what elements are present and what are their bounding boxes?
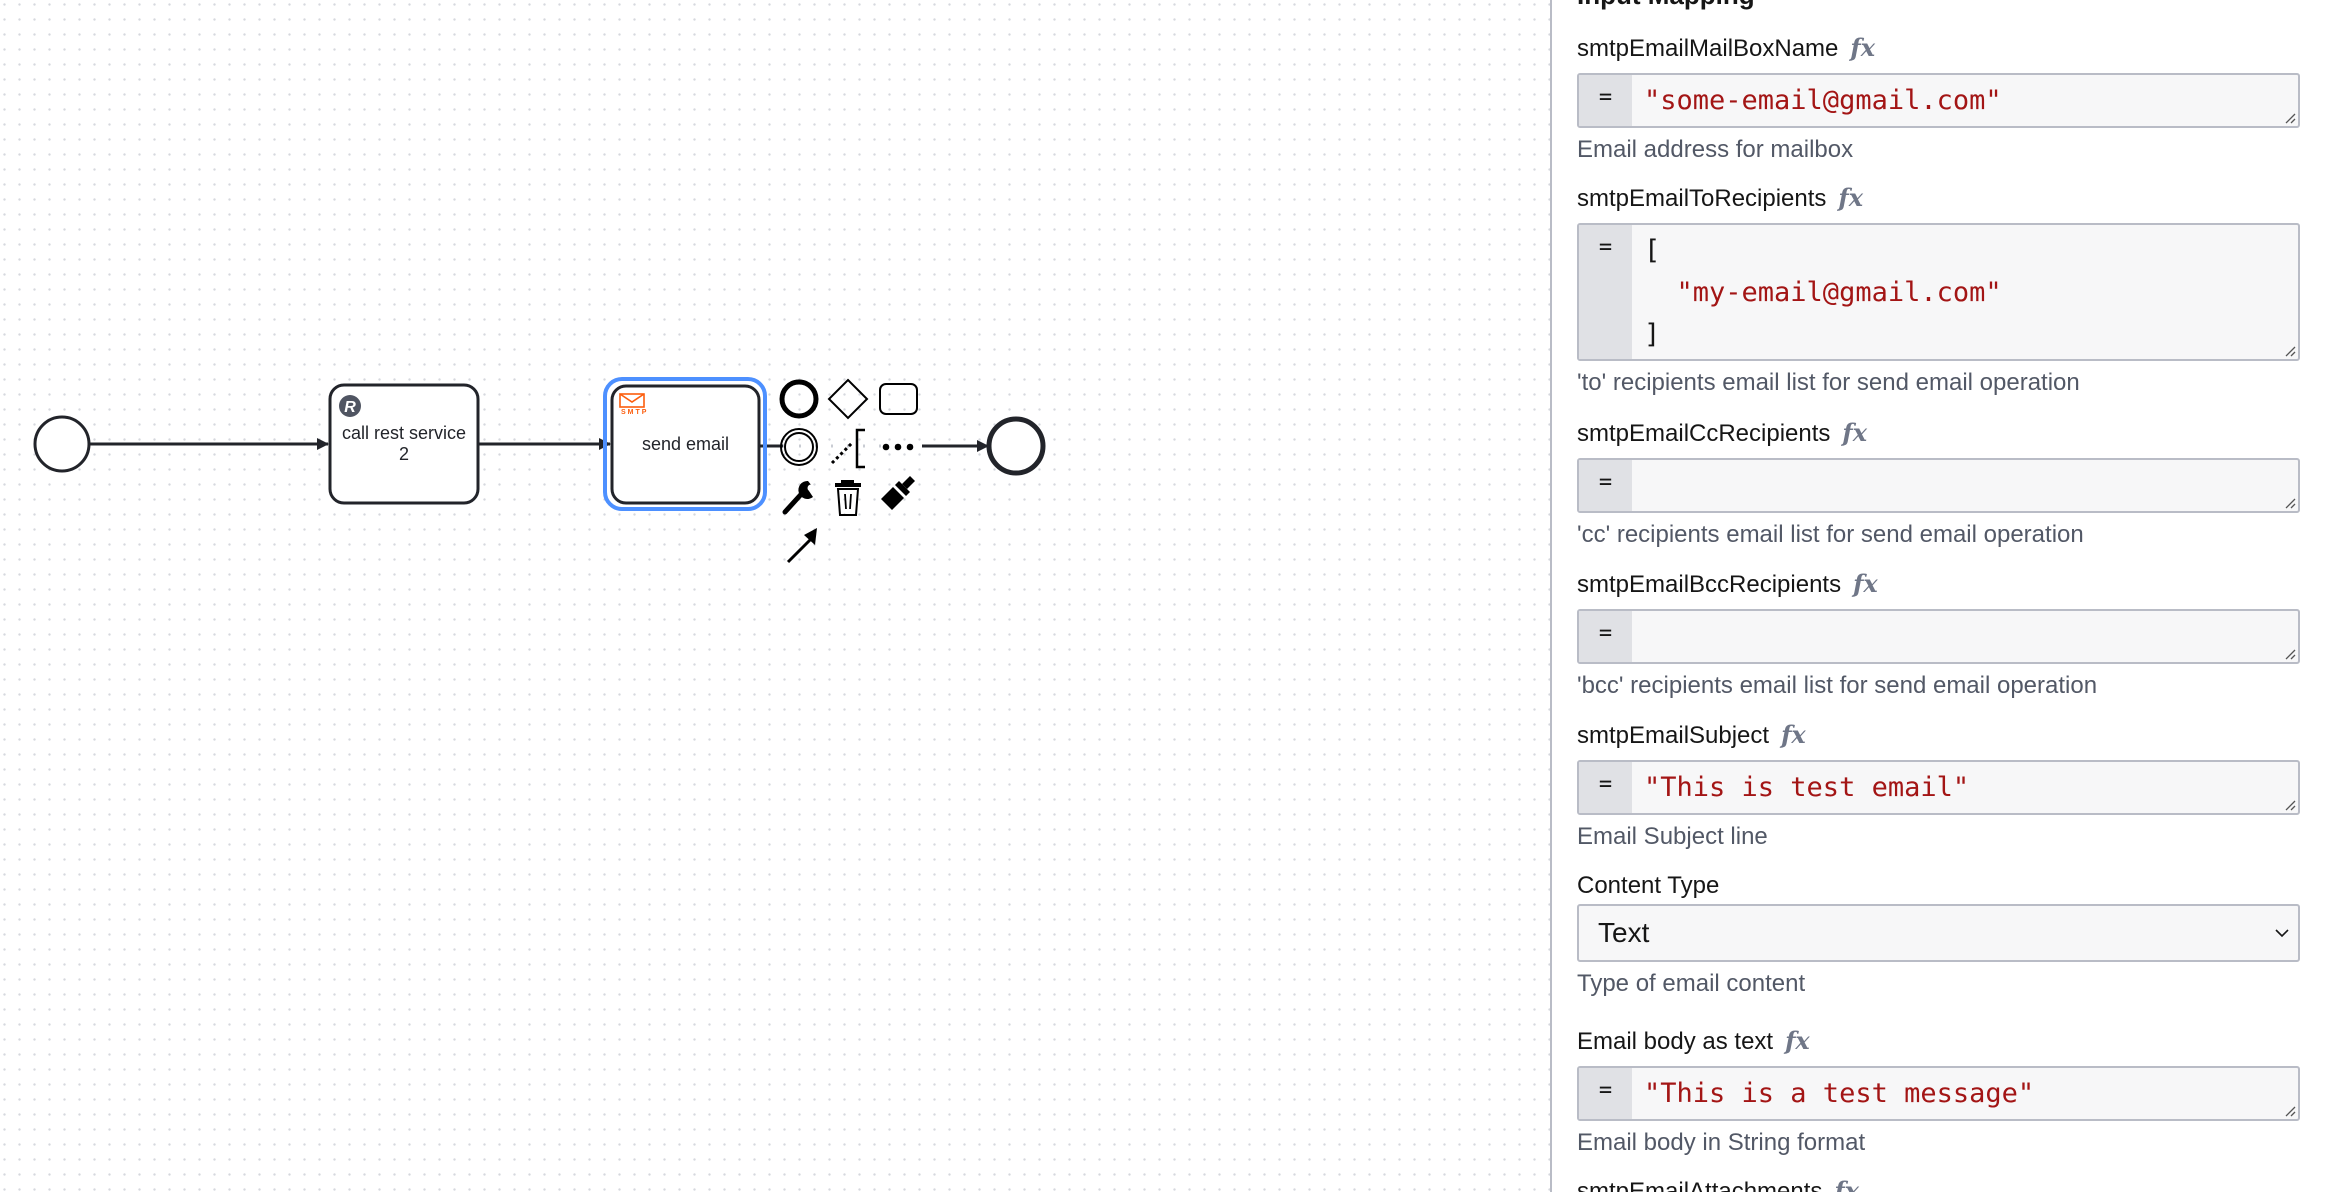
feel-expression-input[interactable]: = xyxy=(1577,458,2300,513)
field-smtp-email-mailbox-name: smtpEmailMailBoxName fx = "some-email@gma… xyxy=(1577,33,2300,165)
field-label: Content Type xyxy=(1577,871,2300,901)
field-email-body-as-text: Email body as text fx = "This is a test m… xyxy=(1577,1026,2300,1158)
feel-value[interactable]: [ "my-email@gmail.com"] xyxy=(1632,225,2298,359)
field-label: smtpEmailToRecipients fx xyxy=(1577,183,2300,213)
fx-icon[interactable]: fx xyxy=(1834,1176,1860,1192)
wrench-icon[interactable] xyxy=(782,480,815,515)
group-title-input-mapping[interactable]: Input Mapping xyxy=(1577,0,1755,11)
end-event[interactable] xyxy=(986,416,1046,476)
feel-expression-input[interactable]: = "This is a test message" xyxy=(1577,1066,2300,1121)
field-label: smtpEmailCcRecipients fx xyxy=(1577,418,2300,448)
field-label-text: smtpEmailBccRecipients xyxy=(1577,571,1842,598)
resize-handle-icon[interactable] xyxy=(2284,497,2296,509)
feel-expression-input[interactable]: = "This is test email" xyxy=(1577,760,2300,815)
resize-handle-icon[interactable] xyxy=(2284,112,2296,124)
task-rest-label-line1: call rest service xyxy=(341,423,467,443)
code-line: "my-email@gmail.com" xyxy=(1644,277,2002,308)
properties-panel: Input Mapping smtpEmailMailBoxName fx = "… xyxy=(1552,0,2338,1192)
append-intermediate-event-icon[interactable] xyxy=(780,428,818,466)
field-description: Email Subject line xyxy=(1577,823,1768,850)
code-line: ] xyxy=(1644,319,1661,350)
task-call-rest-service[interactable]: R xyxy=(328,383,480,505)
field-smtp-email-attachments: smtpEmailAttachments fx xyxy=(1577,1176,2300,1192)
field-label: smtpEmailAttachments fx xyxy=(1577,1176,2300,1192)
feel-prefix: = xyxy=(1579,460,1632,511)
smtp-caption: SMTP xyxy=(621,409,649,416)
feel-value[interactable]: "some-email@gmail.com" xyxy=(1644,85,2002,116)
feel-prefix: = xyxy=(1579,75,1632,126)
select-value: Text xyxy=(1598,917,1650,948)
field-label-text: Content Type xyxy=(1577,872,1720,899)
feel-expression-input[interactable]: = xyxy=(1577,609,2300,664)
context-pad xyxy=(779,378,918,564)
svg-text:R: R xyxy=(344,399,356,416)
field-description: Email body in String format xyxy=(1577,1129,1866,1156)
task-email-label: send email xyxy=(641,434,730,454)
resize-handle-icon[interactable] xyxy=(2284,648,2296,660)
feel-prefix: = xyxy=(1579,611,1632,662)
fx-icon[interactable]: fx xyxy=(1850,33,1876,62)
field-label-text: smtpEmailSubject xyxy=(1577,722,1770,749)
field-label: smtpEmailSubject fx xyxy=(1577,720,2300,750)
content-type-select[interactable]: Text xyxy=(1577,904,2300,962)
feel-prefix: = xyxy=(1579,762,1632,813)
fx-icon[interactable]: fx xyxy=(1853,569,1878,598)
field-label-text: smtpEmailCcRecipients xyxy=(1577,420,1831,447)
append-gateway-icon[interactable] xyxy=(827,378,869,420)
feel-prefix: = xyxy=(1579,225,1632,359)
more-options-icon[interactable] xyxy=(882,443,914,451)
field-label-text: Email body as text xyxy=(1577,1028,1774,1055)
task-rest-label-line2: 2 xyxy=(398,444,409,464)
trash-icon[interactable] xyxy=(835,480,861,516)
append-end-event-icon[interactable] xyxy=(779,379,819,419)
start-event[interactable] xyxy=(33,415,91,473)
field-smtp-email-bcc-recipients: smtpEmailBccRecipients fx = 'bcc' recipie… xyxy=(1577,569,2300,701)
task-rest-label: call rest service 2 xyxy=(330,423,478,465)
field-label-text: smtpEmailToRecipients xyxy=(1577,185,1827,212)
feel-expression-input[interactable]: = "some-email@gmail.com" xyxy=(1577,73,2300,128)
task-send-email[interactable] xyxy=(603,377,767,511)
field-description: 'to' recipients email list for send emai… xyxy=(1577,369,2080,396)
feel-prefix: = xyxy=(1579,1068,1632,1119)
fx-icon[interactable]: fx xyxy=(1838,183,1864,212)
field-label: smtpEmailMailBoxName fx xyxy=(1577,33,2300,63)
field-description: 'cc' recipients email list for send emai… xyxy=(1577,521,2084,548)
code-line: [ xyxy=(1644,235,1661,266)
rest-connector-icon: R xyxy=(339,395,361,417)
field-description: Type of email content xyxy=(1577,970,1806,997)
field-label: smtpEmailBccRecipients fx xyxy=(1577,569,2300,599)
field-label-text: smtpEmailAttachments xyxy=(1577,1178,1823,1192)
resize-handle-icon[interactable] xyxy=(2284,1105,2296,1117)
resize-handle-icon[interactable] xyxy=(2284,799,2296,811)
field-smtp-email-to-recipients: smtpEmailToRecipients fx = [ "my-email@gm… xyxy=(1577,183,2300,398)
fx-icon[interactable]: fx xyxy=(1785,1026,1810,1055)
panel-resize-divider[interactable] xyxy=(1550,0,1552,1192)
smtp-envelope-icon xyxy=(619,393,645,408)
diagram-svg: R xyxy=(33,377,1046,564)
diagram-canvas[interactable]: R xyxy=(0,0,1550,1192)
field-content-type: Content Type Text Type of email content xyxy=(1577,871,2300,999)
feel-value[interactable]: "This is a test message" xyxy=(1644,1078,2035,1109)
append-text-annotation-icon[interactable] xyxy=(830,428,865,469)
connect-arrow-icon[interactable] xyxy=(786,528,817,564)
feel-value[interactable] xyxy=(1632,611,2298,662)
field-description: 'bcc' recipients email list for send ema… xyxy=(1577,672,2098,699)
field-description: Email address for mailbox xyxy=(1577,136,1854,163)
feel-expression-input[interactable]: = [ "my-email@gmail.com"] xyxy=(1577,223,2300,361)
chevron-down-icon xyxy=(2275,929,2289,938)
field-label-text: smtpEmailMailBoxName xyxy=(1577,35,1839,62)
feel-value[interactable]: "This is test email" xyxy=(1644,772,1970,803)
fx-icon[interactable]: fx xyxy=(1842,418,1868,447)
field-smtp-email-subject: smtpEmailSubject fx = "This is test email… xyxy=(1577,720,2300,852)
selection-outline xyxy=(603,377,767,511)
field-label: Email body as text fx xyxy=(1577,1026,2300,1056)
resize-handle-icon[interactable] xyxy=(2284,345,2296,357)
feel-value[interactable] xyxy=(1632,460,2298,511)
paint-brush-icon[interactable] xyxy=(881,476,915,510)
fx-icon[interactable]: fx xyxy=(1781,720,1806,749)
append-task-icon[interactable] xyxy=(879,383,918,415)
field-smtp-email-cc-recipients: smtpEmailCcRecipients fx = 'cc' recipient… xyxy=(1577,418,2300,550)
